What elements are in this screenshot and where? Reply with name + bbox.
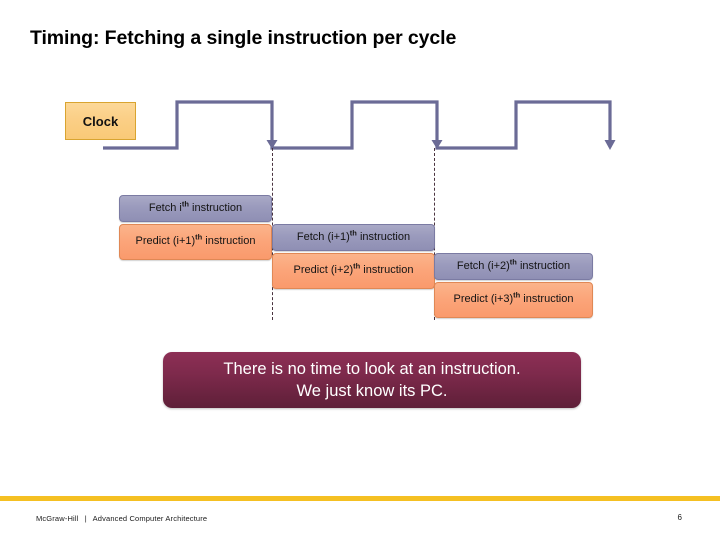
clock-falling-edge-arrow-1 bbox=[266, 140, 278, 149]
clock-falling-edge-arrow-2 bbox=[431, 140, 443, 149]
ordinal-suffix: th bbox=[509, 256, 517, 266]
stage-box-predict-1[interactable]: Predict (i+1)th instruction bbox=[119, 224, 272, 260]
footer-credit: McGraw-Hill | Advanced Computer Architec… bbox=[36, 514, 207, 523]
clock-label-text: Clock bbox=[82, 113, 119, 129]
stage-box-fetch-1[interactable]: Fetch ith instruction bbox=[119, 195, 272, 222]
ordinal-suffix: th bbox=[353, 261, 361, 271]
clock-waveform bbox=[95, 90, 625, 160]
callout-line-1: There is no time to look at an instructi… bbox=[223, 359, 521, 378]
stage-box-predict-2[interactable]: Predict (i+2)th instruction bbox=[272, 253, 435, 289]
footer-divider bbox=[0, 496, 720, 501]
footer-course: Advanced Computer Architecture bbox=[92, 514, 208, 523]
stage-box-predict-3[interactable]: Predict (i+3)th instruction bbox=[434, 282, 593, 318]
clock-falling-edge-arrow-3 bbox=[604, 140, 616, 150]
stage-label: Fetch (i+1)th instruction bbox=[296, 227, 411, 243]
ordinal-suffix: th bbox=[195, 232, 203, 242]
callout-line-2: We just know its PC. bbox=[296, 382, 448, 400]
ordinal-suffix: th bbox=[513, 290, 521, 300]
footer-publisher: McGraw-Hill bbox=[36, 514, 79, 523]
ordinal-suffix: th bbox=[349, 227, 357, 237]
footer-separator: | bbox=[84, 514, 87, 523]
callout-text: There is no time to look at an instructi… bbox=[223, 358, 520, 403]
page-number: 6 bbox=[677, 513, 682, 522]
stage-label: Predict (i+2)th instruction bbox=[293, 261, 414, 277]
stage-box-fetch-3[interactable]: Fetch (i+2)th instruction bbox=[434, 253, 593, 280]
stage-label: Fetch ith instruction bbox=[148, 198, 243, 214]
stage-label: Fetch (i+2)th instruction bbox=[456, 256, 571, 272]
ordinal-suffix: th bbox=[181, 198, 189, 208]
clock-label-box: Clock bbox=[65, 102, 136, 140]
stage-label: Predict (i+3)th instruction bbox=[453, 290, 574, 306]
stage-label: Predict (i+1)th instruction bbox=[135, 232, 256, 248]
page-title: Timing: Fetching a single instruction pe… bbox=[30, 27, 457, 49]
clock-wave-path bbox=[103, 100, 612, 150]
callout-banner: There is no time to look at an instructi… bbox=[163, 352, 581, 408]
stage-box-fetch-2[interactable]: Fetch (i+1)th instruction bbox=[272, 224, 435, 251]
